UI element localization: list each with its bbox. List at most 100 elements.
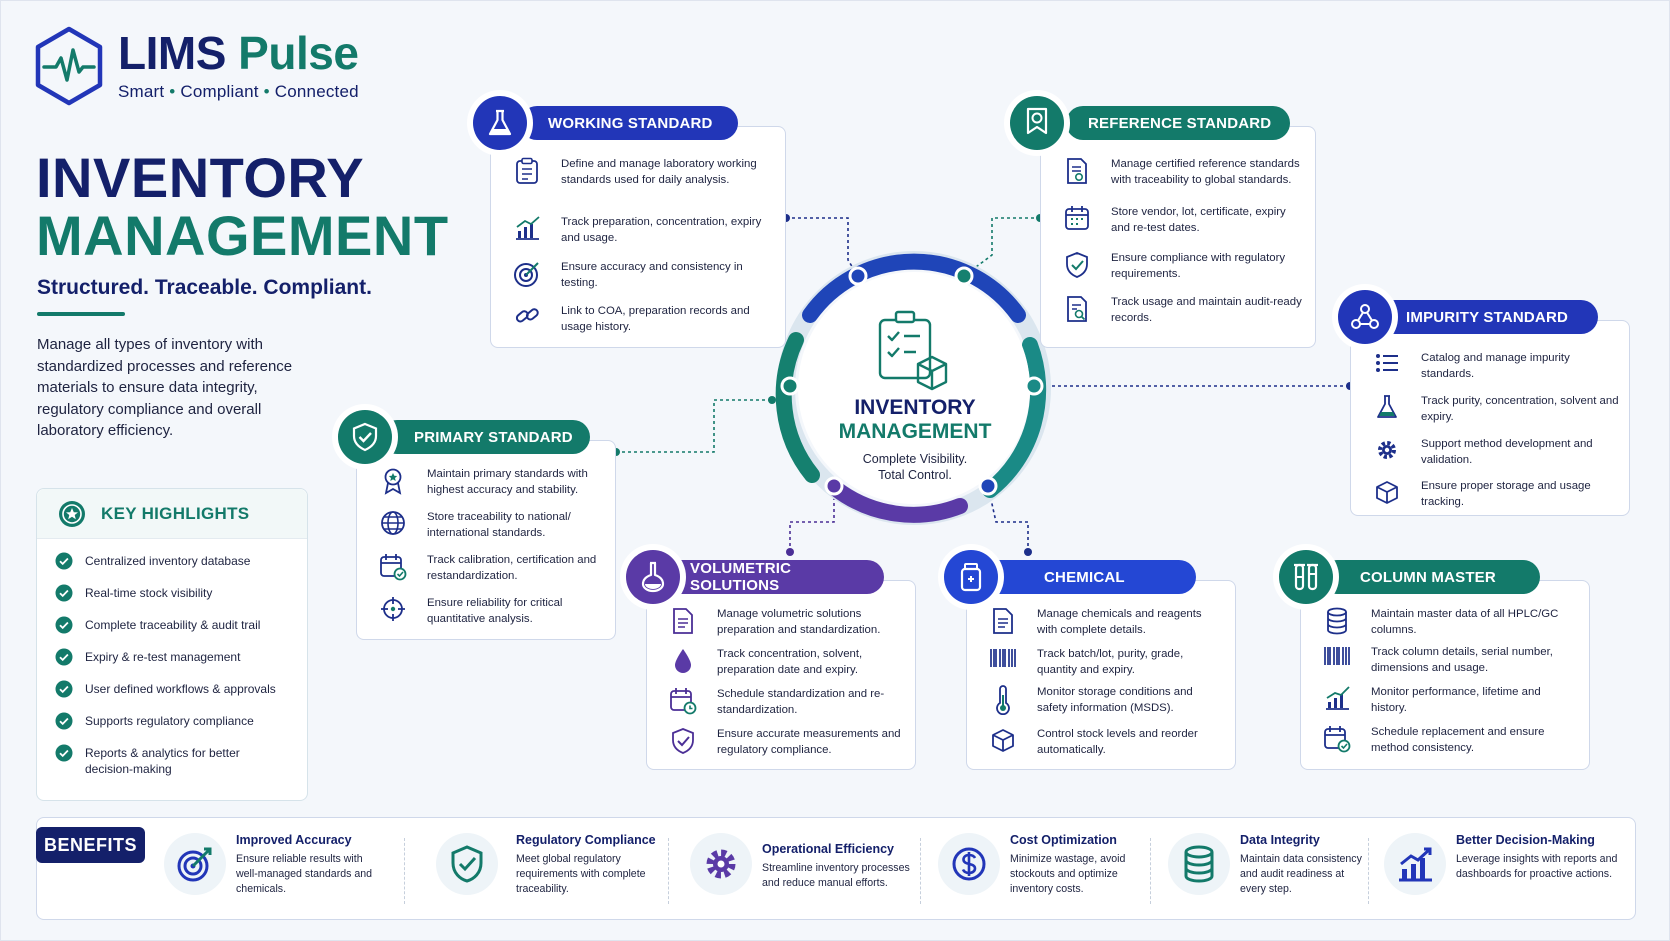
medicine-bottle-icon [960,563,982,592]
card-item-text: Maintain master data of all HPLC/GC colu… [1371,608,1559,636]
ribbon-award-icon [1026,107,1048,135]
calendar-check-icon [1324,726,1351,753]
card-column-master: Maintain master data of all HPLC/GC colu… [1300,580,1590,770]
check-circle-icon [55,744,73,762]
badge-impurity-standard [1332,284,1398,350]
droplet-icon [675,649,691,673]
card-item-text: Track column details, serial number, dim… [1371,646,1553,674]
connector-volumetric [789,486,835,552]
badge-working-standard [467,90,533,156]
card-item-text: Manage volumetric solutions preparation … [717,608,881,636]
pill-impurity-standard: IMPURITY STANDARD [1378,300,1598,334]
barcode-icon [1324,647,1350,665]
bar-chart-icon [516,216,540,240]
target-arrow-icon [177,847,212,882]
box-icon [992,729,1014,752]
gear-icon [1378,441,1396,459]
box-icon [1376,481,1398,504]
connector-working [786,217,859,277]
check-circle-icon [55,680,73,698]
benefit-divider [1368,838,1369,904]
gear-icon [706,849,736,879]
connector-chemical [987,485,1029,552]
card-working-standard: Define and manage laboratory working sta… [490,126,786,348]
growth-chart-icon [1399,847,1432,882]
check-circle-icon [55,648,73,666]
card-item-text: Ensure accuracy and consistency in testi… [561,261,743,289]
document-icon [673,608,693,634]
list-item: User defined workflows & approvals [55,680,307,698]
crosshair-icon [381,597,405,621]
card-reference-standard: Manage certified reference standards wit… [1040,126,1316,348]
shield-check-icon [1066,252,1088,278]
card-item-text: Schedule standardization and re-standard… [717,688,885,716]
card-item-text: Track calibration, certification and res… [427,554,597,582]
pulse-hexagon-icon [35,26,103,106]
pill-volumetric-solutions: VOLUMETRIC SOLUTIONS [660,560,884,594]
clipboard-icon [516,157,538,184]
card-item-text: Ensure accurate measurements and regulat… [717,728,901,756]
center-subtitle: Complete Visibility. Total Control. [862,452,968,482]
document-icon [993,608,1013,634]
card-item-text: Manage chemicals and reagents with compl… [1037,608,1202,636]
brand-logo: LIMS Pulse Smart • Compliant • Connected [34,26,359,106]
list-item: Reports & analytics for better decision-… [55,744,307,777]
check-circle-icon [55,616,73,634]
dollar-coin-icon [952,847,986,881]
pill-chemical: CHEMICAL [976,560,1196,594]
badge-reference-standard [1004,90,1070,156]
card-item-text: Schedule replacement and ensure method c… [1371,726,1545,754]
benefit-divider [1150,838,1151,904]
list-item: Supports regulatory compliance [55,712,307,730]
hero-divider [37,312,125,316]
thermometer-icon [996,685,1010,715]
shield-check-icon [672,728,694,754]
performance-chart-icon [1326,686,1350,710]
list-item: Complete traceability & audit trail [55,616,307,634]
card-item-text: Catalog and manage impurity standards. [1421,352,1570,380]
brand-tagline: Smart • Compliant • Connected [118,82,359,101]
check-circle-icon [55,552,73,570]
connector-reference [963,217,1040,277]
card-primary-standard: Maintain primary standards with highest … [356,440,616,640]
molecule-icon [1351,304,1379,329]
pill-primary-standard: PRIMARY STANDARD [380,420,590,454]
volumetric-flask-icon [641,561,665,593]
clipboard-box-icon [878,310,948,391]
card-item-text: Define and manage laboratory working sta… [561,158,757,186]
card-item-text: Ensure compliance with regulatory requir… [1111,252,1286,280]
hero-subtitle: Structured. Traceable. Compliant. [37,276,372,299]
card-item-text: Store vendor, lot, certificate, expiry a… [1111,206,1286,234]
card-chemical: Manage chemicals and reagents with compl… [966,580,1236,770]
card-item-text: Track preparation, concentration, expiry… [561,216,762,244]
flask-icon [488,109,512,136]
check-circle-icon [55,712,73,730]
certificate-icon [1067,158,1087,184]
highlights-list: Centralized inventory database Real-time… [37,539,307,777]
barcode-icon [990,649,1016,667]
badge-chemical [938,544,1004,610]
list-icon [1376,354,1398,372]
benefit-divider [404,838,405,904]
card-item-text: Track concentration, solvent, preparatio… [717,648,863,676]
brand-name: LIMS Pulse [118,27,359,79]
card-item-text: Store traceability to national/ internat… [427,511,571,539]
list-item: Expiry & re-test management [55,648,307,666]
key-highlights-panel: KEY HIGHLIGHTS Centralized inventory dat… [36,488,308,801]
connector-primary [616,399,772,453]
badge-column-master [1273,544,1339,610]
database-icon [1184,845,1214,883]
card-item-text: Maintain primary standards with highest … [427,468,588,496]
card-item-text: Track batch/lot, purity, grade, quantity… [1037,648,1184,676]
benefits-label: BENEFITS [36,827,145,863]
benefit-divider [668,838,669,904]
shield-check-icon [451,845,483,883]
target-icon [514,262,539,287]
calendar-clock-icon [670,688,697,715]
calendar-check-icon [380,554,407,581]
key-highlights-title: KEY HIGHLIGHTS [101,503,250,523]
